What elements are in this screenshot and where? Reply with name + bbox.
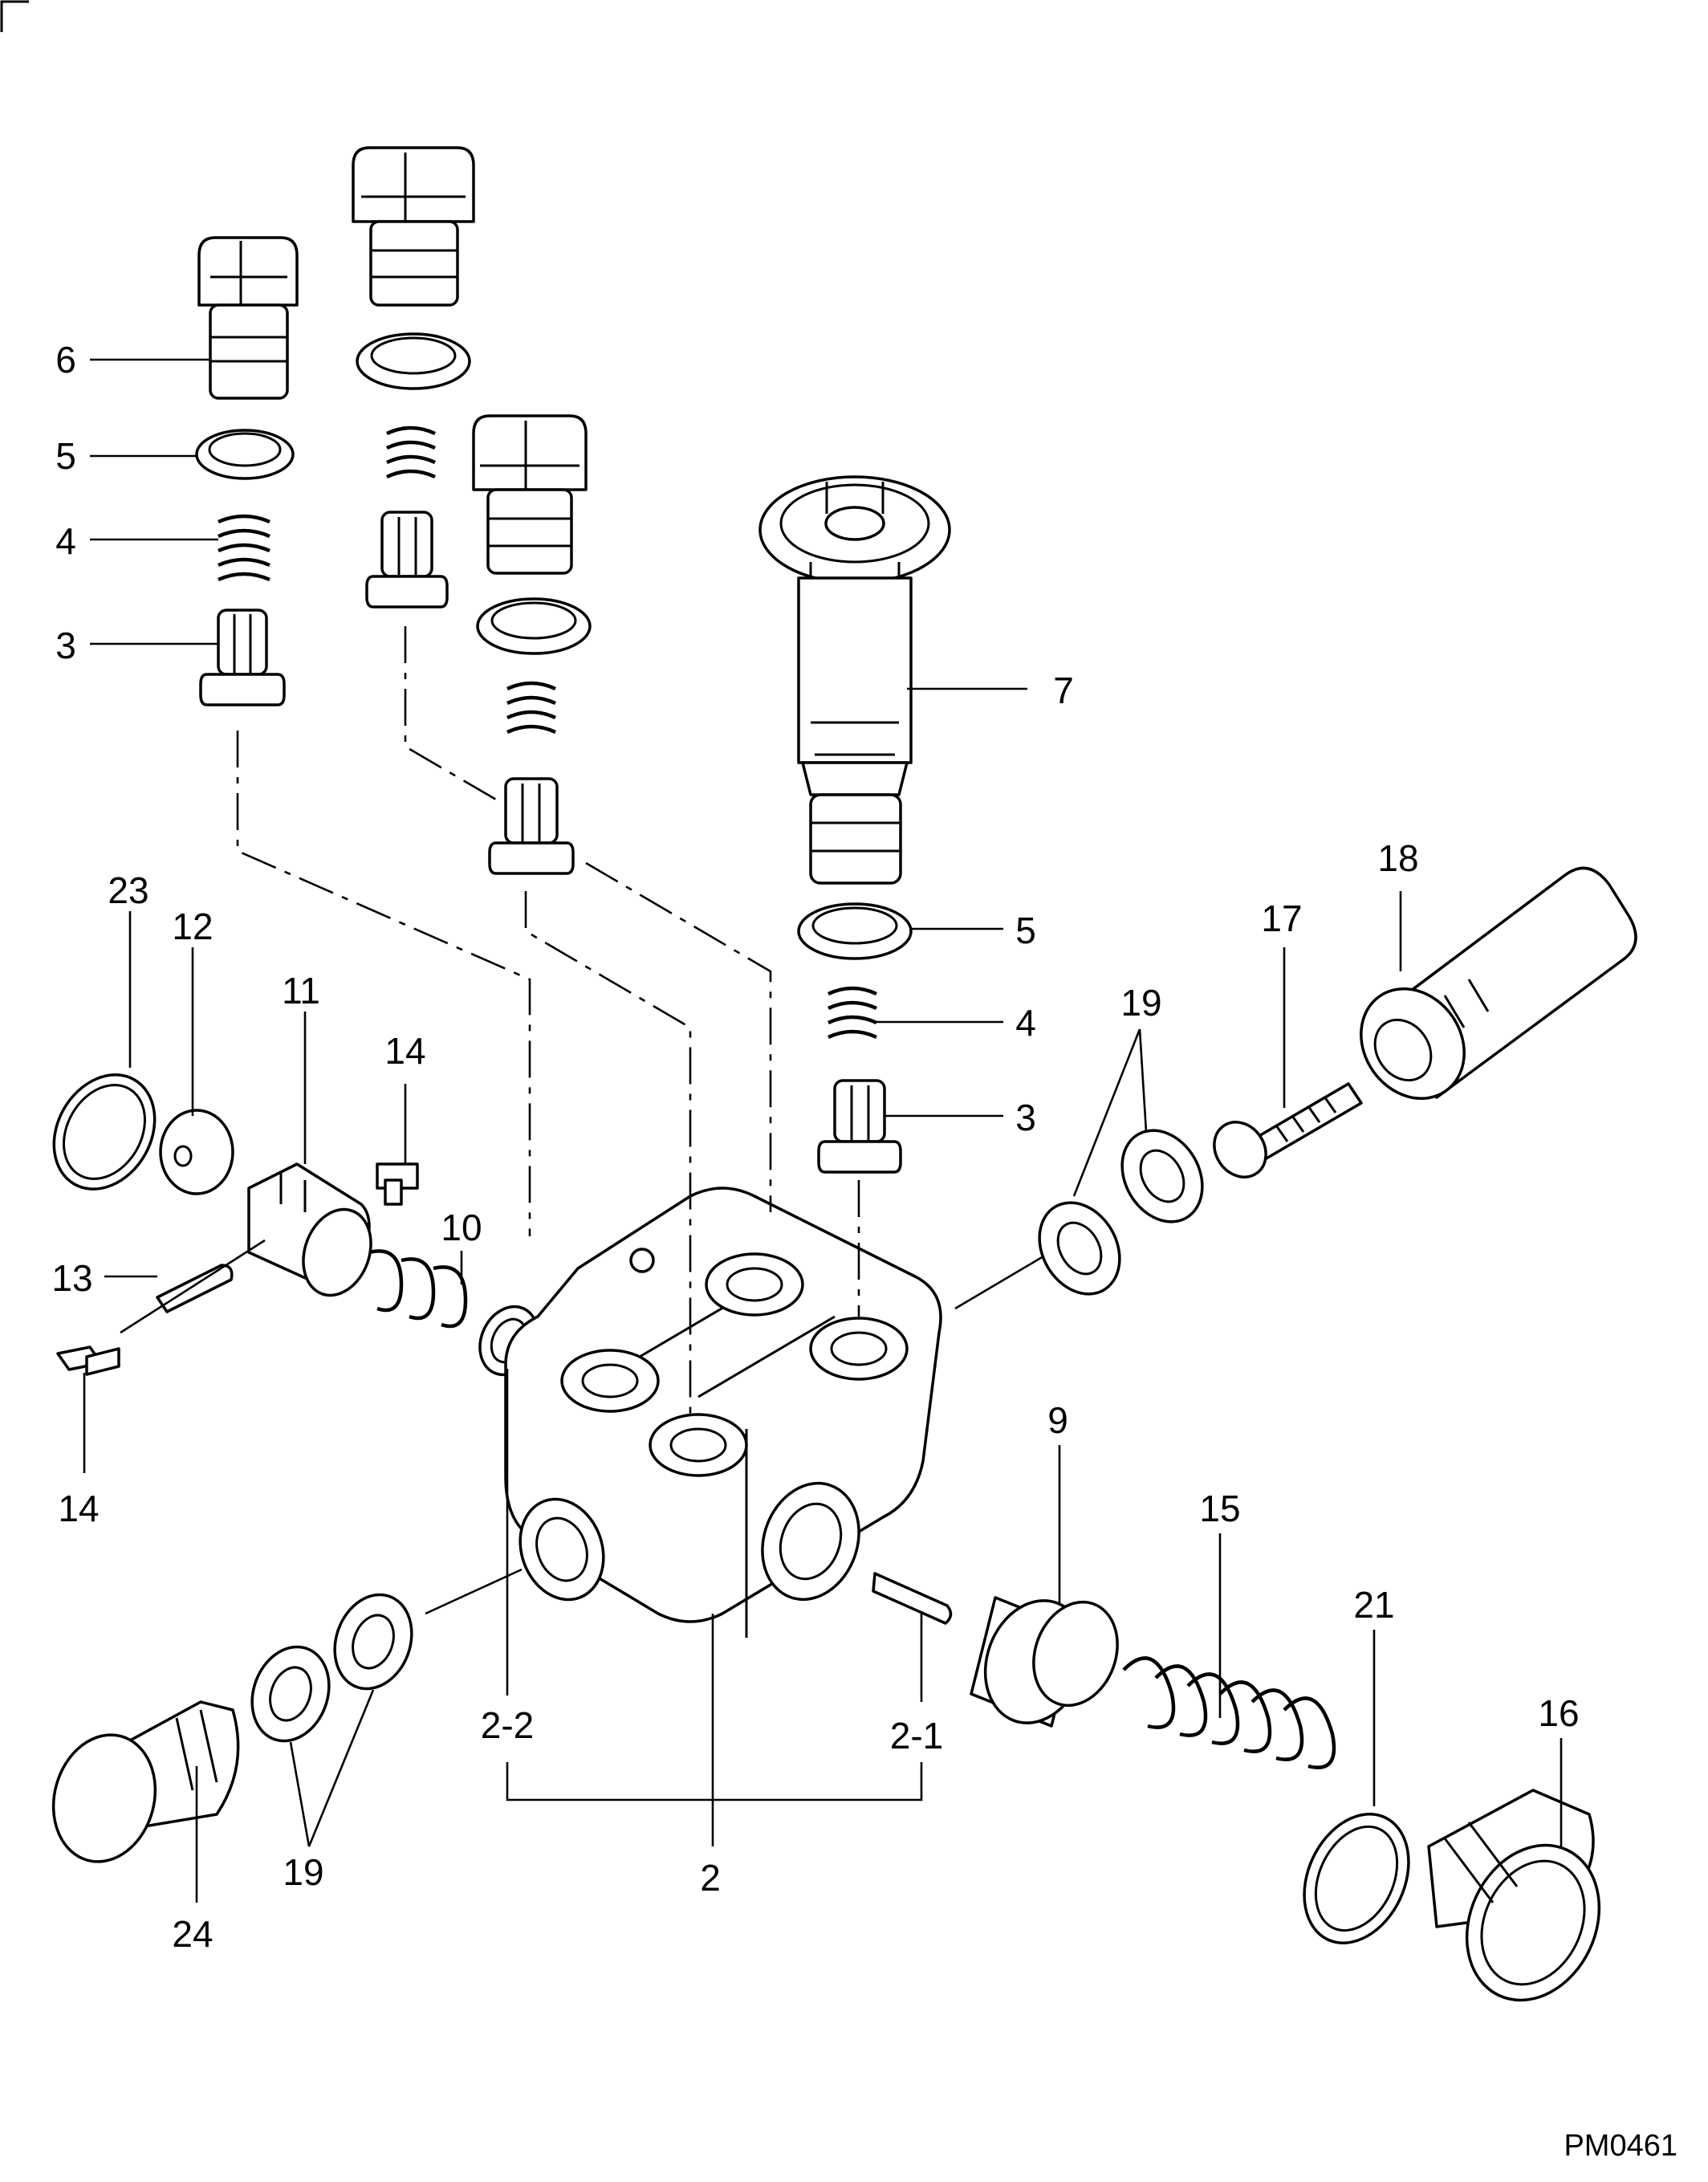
- callout-4-top: 4: [55, 520, 76, 562]
- callout-3-mid: 3: [1015, 1097, 1036, 1138]
- spring-4-top: [218, 514, 270, 582]
- washer-column-b: [356, 332, 471, 390]
- gasket-19-right-a: [1120, 1129, 1204, 1223]
- diagram-code: PM0461: [1564, 2129, 1678, 2163]
- spring-4-mid: [828, 986, 877, 1040]
- valve-3-mid: [817, 1079, 902, 1174]
- washer-column-c: [476, 597, 592, 655]
- washer-5-mid: [797, 902, 913, 960]
- centerline-d: [585, 861, 772, 1212]
- corner-mark: [0, 0, 29, 32]
- callout-2-2: 2-2: [481, 1704, 534, 1746]
- centerline-f: [954, 1255, 1044, 1310]
- callout-14-top: 14: [384, 1030, 425, 1072]
- callout-9: 9: [1047, 1399, 1068, 1441]
- cap-12: [159, 1109, 234, 1195]
- bracket-2: [506, 1762, 923, 1801]
- washer-5-top: [195, 429, 295, 480]
- centerline-h: [425, 1568, 523, 1615]
- gasket-19-left-a: [333, 1593, 413, 1691]
- callout-23: 23: [108, 869, 148, 911]
- overflow-valve-18: [1360, 866, 1637, 1101]
- centerline-c: [524, 891, 692, 1421]
- callout-5-mid: 5: [1015, 910, 1036, 951]
- callout-14-bottom: 14: [58, 1488, 99, 1529]
- callout-19-right: 19: [1120, 982, 1161, 1024]
- callout-15: 15: [1199, 1488, 1240, 1529]
- priming-pump-7: [758, 475, 951, 885]
- spring-column-c: [506, 681, 556, 735]
- valve-column-c: [488, 777, 575, 875]
- pin-17: [1213, 1082, 1363, 1179]
- gasket-21: [1303, 1813, 1410, 1944]
- plug-16: [1427, 1789, 1601, 2002]
- centerline-b: [404, 626, 502, 804]
- callout-12: 12: [172, 906, 213, 947]
- leader-19-right: [1072, 1028, 1148, 1197]
- callout-6: 6: [55, 339, 76, 381]
- callout-16: 16: [1538, 1692, 1579, 1734]
- gasket-19-right-b: [1038, 1201, 1121, 1296]
- screw-14-top: [376, 1162, 419, 1206]
- callout-10: 10: [441, 1207, 482, 1248]
- callout-18: 18: [1377, 837, 1418, 879]
- housing-11: [247, 1162, 372, 1297]
- centerline-a: [236, 731, 531, 1236]
- spring-column-b: [386, 425, 436, 479]
- callout-17: 17: [1261, 898, 1302, 939]
- callout-21: 21: [1353, 1584, 1394, 1626]
- valve-3-top: [199, 609, 286, 706]
- leader-19-left: [289, 1689, 375, 1847]
- snap-ring-23: [52, 1073, 157, 1191]
- plug-column-c: [472, 414, 588, 575]
- plug-24: [51, 1700, 240, 1863]
- callout-5-top: 5: [55, 435, 76, 477]
- valve-column-b: [365, 511, 449, 609]
- piston-9: [970, 1596, 1119, 1728]
- screw-14-bottom: [56, 1345, 120, 1376]
- centerline-g: [120, 1239, 266, 1334]
- callout-2-1: 2-1: [890, 1715, 943, 1757]
- pump-body-2: [504, 1187, 942, 1638]
- plug-6: [197, 236, 299, 400]
- callout-2: 2: [700, 1857, 721, 1899]
- spring-10: [368, 1249, 468, 1329]
- callout-24: 24: [172, 1913, 213, 1955]
- callout-11: 11: [282, 970, 320, 1012]
- gasket-19-left-b: [250, 1645, 331, 1743]
- pin-2-1: [872, 1572, 953, 1625]
- spring-15: [1122, 1656, 1336, 1769]
- callout-19-left: 19: [283, 1851, 323, 1893]
- pin-13: [156, 1264, 234, 1313]
- callout-13: 13: [51, 1257, 92, 1299]
- callout-4-mid: 4: [1015, 1002, 1036, 1044]
- callout-3-top: 3: [55, 625, 76, 666]
- plug-column-b: [352, 146, 475, 307]
- callout-7: 7: [1053, 670, 1074, 711]
